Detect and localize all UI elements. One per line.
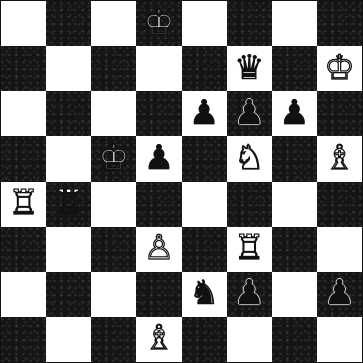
square-c4[interactable] [91,182,136,227]
square-a7[interactable] [1,46,46,91]
square-f8[interactable] [227,1,272,46]
square-c7[interactable] [91,46,136,91]
square-d2[interactable] [136,272,181,317]
square-g8[interactable] [272,1,317,46]
black-pawn-icon[interactable]: ♟ [144,141,174,175]
square-f5[interactable]: ♘ [227,136,272,181]
square-e4[interactable] [182,182,227,227]
white-bishop-icon[interactable]: ♗ [144,321,174,355]
square-g4[interactable] [272,182,317,227]
square-b2[interactable] [46,272,91,317]
black-pawn-icon[interactable]: ♟ [234,96,264,130]
square-h5[interactable]: ♗ [317,136,362,181]
square-g2[interactable] [272,272,317,317]
square-c1[interactable] [91,317,136,362]
square-a3[interactable] [1,227,46,272]
white-king-icon[interactable]: ♔ [99,141,129,175]
square-e2[interactable]: ♞ [182,272,227,317]
square-e6[interactable]: ♟ [182,91,227,136]
square-d6[interactable] [136,91,181,136]
white-king-icon[interactable]: ♔ [324,51,354,85]
square-e5[interactable] [182,136,227,181]
square-h8[interactable] [317,1,362,46]
square-d8[interactable]: ♔ [136,1,181,46]
square-a6[interactable] [1,91,46,136]
black-queen-icon[interactable]: ♛ [234,51,264,85]
black-pawn-icon[interactable]: ♟ [324,276,354,310]
square-b8[interactable] [46,1,91,46]
square-a1[interactable] [1,317,46,362]
square-e7[interactable] [182,46,227,91]
white-rook-icon[interactable]: ♖ [8,186,38,220]
white-knight-icon[interactable]: ♘ [234,141,264,175]
square-h4[interactable] [317,182,362,227]
square-e8[interactable] [182,1,227,46]
square-c6[interactable] [91,91,136,136]
square-b7[interactable] [46,46,91,91]
square-f7[interactable]: ♛ [227,46,272,91]
square-a5[interactable] [1,136,46,181]
square-c2[interactable] [91,272,136,317]
black-pawn-icon[interactable]: ♟ [189,96,219,130]
square-e1[interactable] [182,317,227,362]
square-a4[interactable]: ♖ [1,182,46,227]
square-a8[interactable] [1,1,46,46]
square-g3[interactable] [272,227,317,272]
square-f4[interactable] [227,182,272,227]
square-f6[interactable]: ♟ [227,91,272,136]
square-g1[interactable] [272,317,317,362]
black-knight-icon[interactable]: ♞ [189,276,219,310]
white-rook-icon[interactable]: ♖ [53,186,83,220]
square-g5[interactable] [272,136,317,181]
white-pawn-icon[interactable]: ♙ [144,231,174,265]
square-h6[interactable] [317,91,362,136]
square-h7[interactable]: ♔ [317,46,362,91]
square-a2[interactable] [1,272,46,317]
square-d1[interactable]: ♗ [136,317,181,362]
square-d4[interactable] [136,182,181,227]
black-pawn-icon[interactable]: ♟ [279,96,309,130]
square-f2[interactable]: ♟ [227,272,272,317]
square-d7[interactable] [136,46,181,91]
square-b6[interactable] [46,91,91,136]
square-c5[interactable]: ♔ [91,136,136,181]
square-e3[interactable] [182,227,227,272]
black-pawn-icon[interactable]: ♟ [234,276,264,310]
square-h2[interactable]: ♟ [317,272,362,317]
white-bishop-icon[interactable]: ♗ [324,141,354,175]
square-d5[interactable]: ♟ [136,136,181,181]
square-b4[interactable]: ♖ [46,182,91,227]
square-b5[interactable] [46,136,91,181]
white-rook-icon[interactable]: ♖ [234,231,264,265]
square-d3[interactable]: ♙ [136,227,181,272]
white-king-icon[interactable]: ♔ [144,6,174,40]
square-b1[interactable] [46,317,91,362]
square-b3[interactable] [46,227,91,272]
square-c8[interactable] [91,1,136,46]
square-h1[interactable] [317,317,362,362]
square-g6[interactable]: ♟ [272,91,317,136]
square-c3[interactable] [91,227,136,272]
square-f3[interactable]: ♖ [227,227,272,272]
square-h3[interactable] [317,227,362,272]
square-f1[interactable] [227,317,272,362]
square-g7[interactable] [272,46,317,91]
